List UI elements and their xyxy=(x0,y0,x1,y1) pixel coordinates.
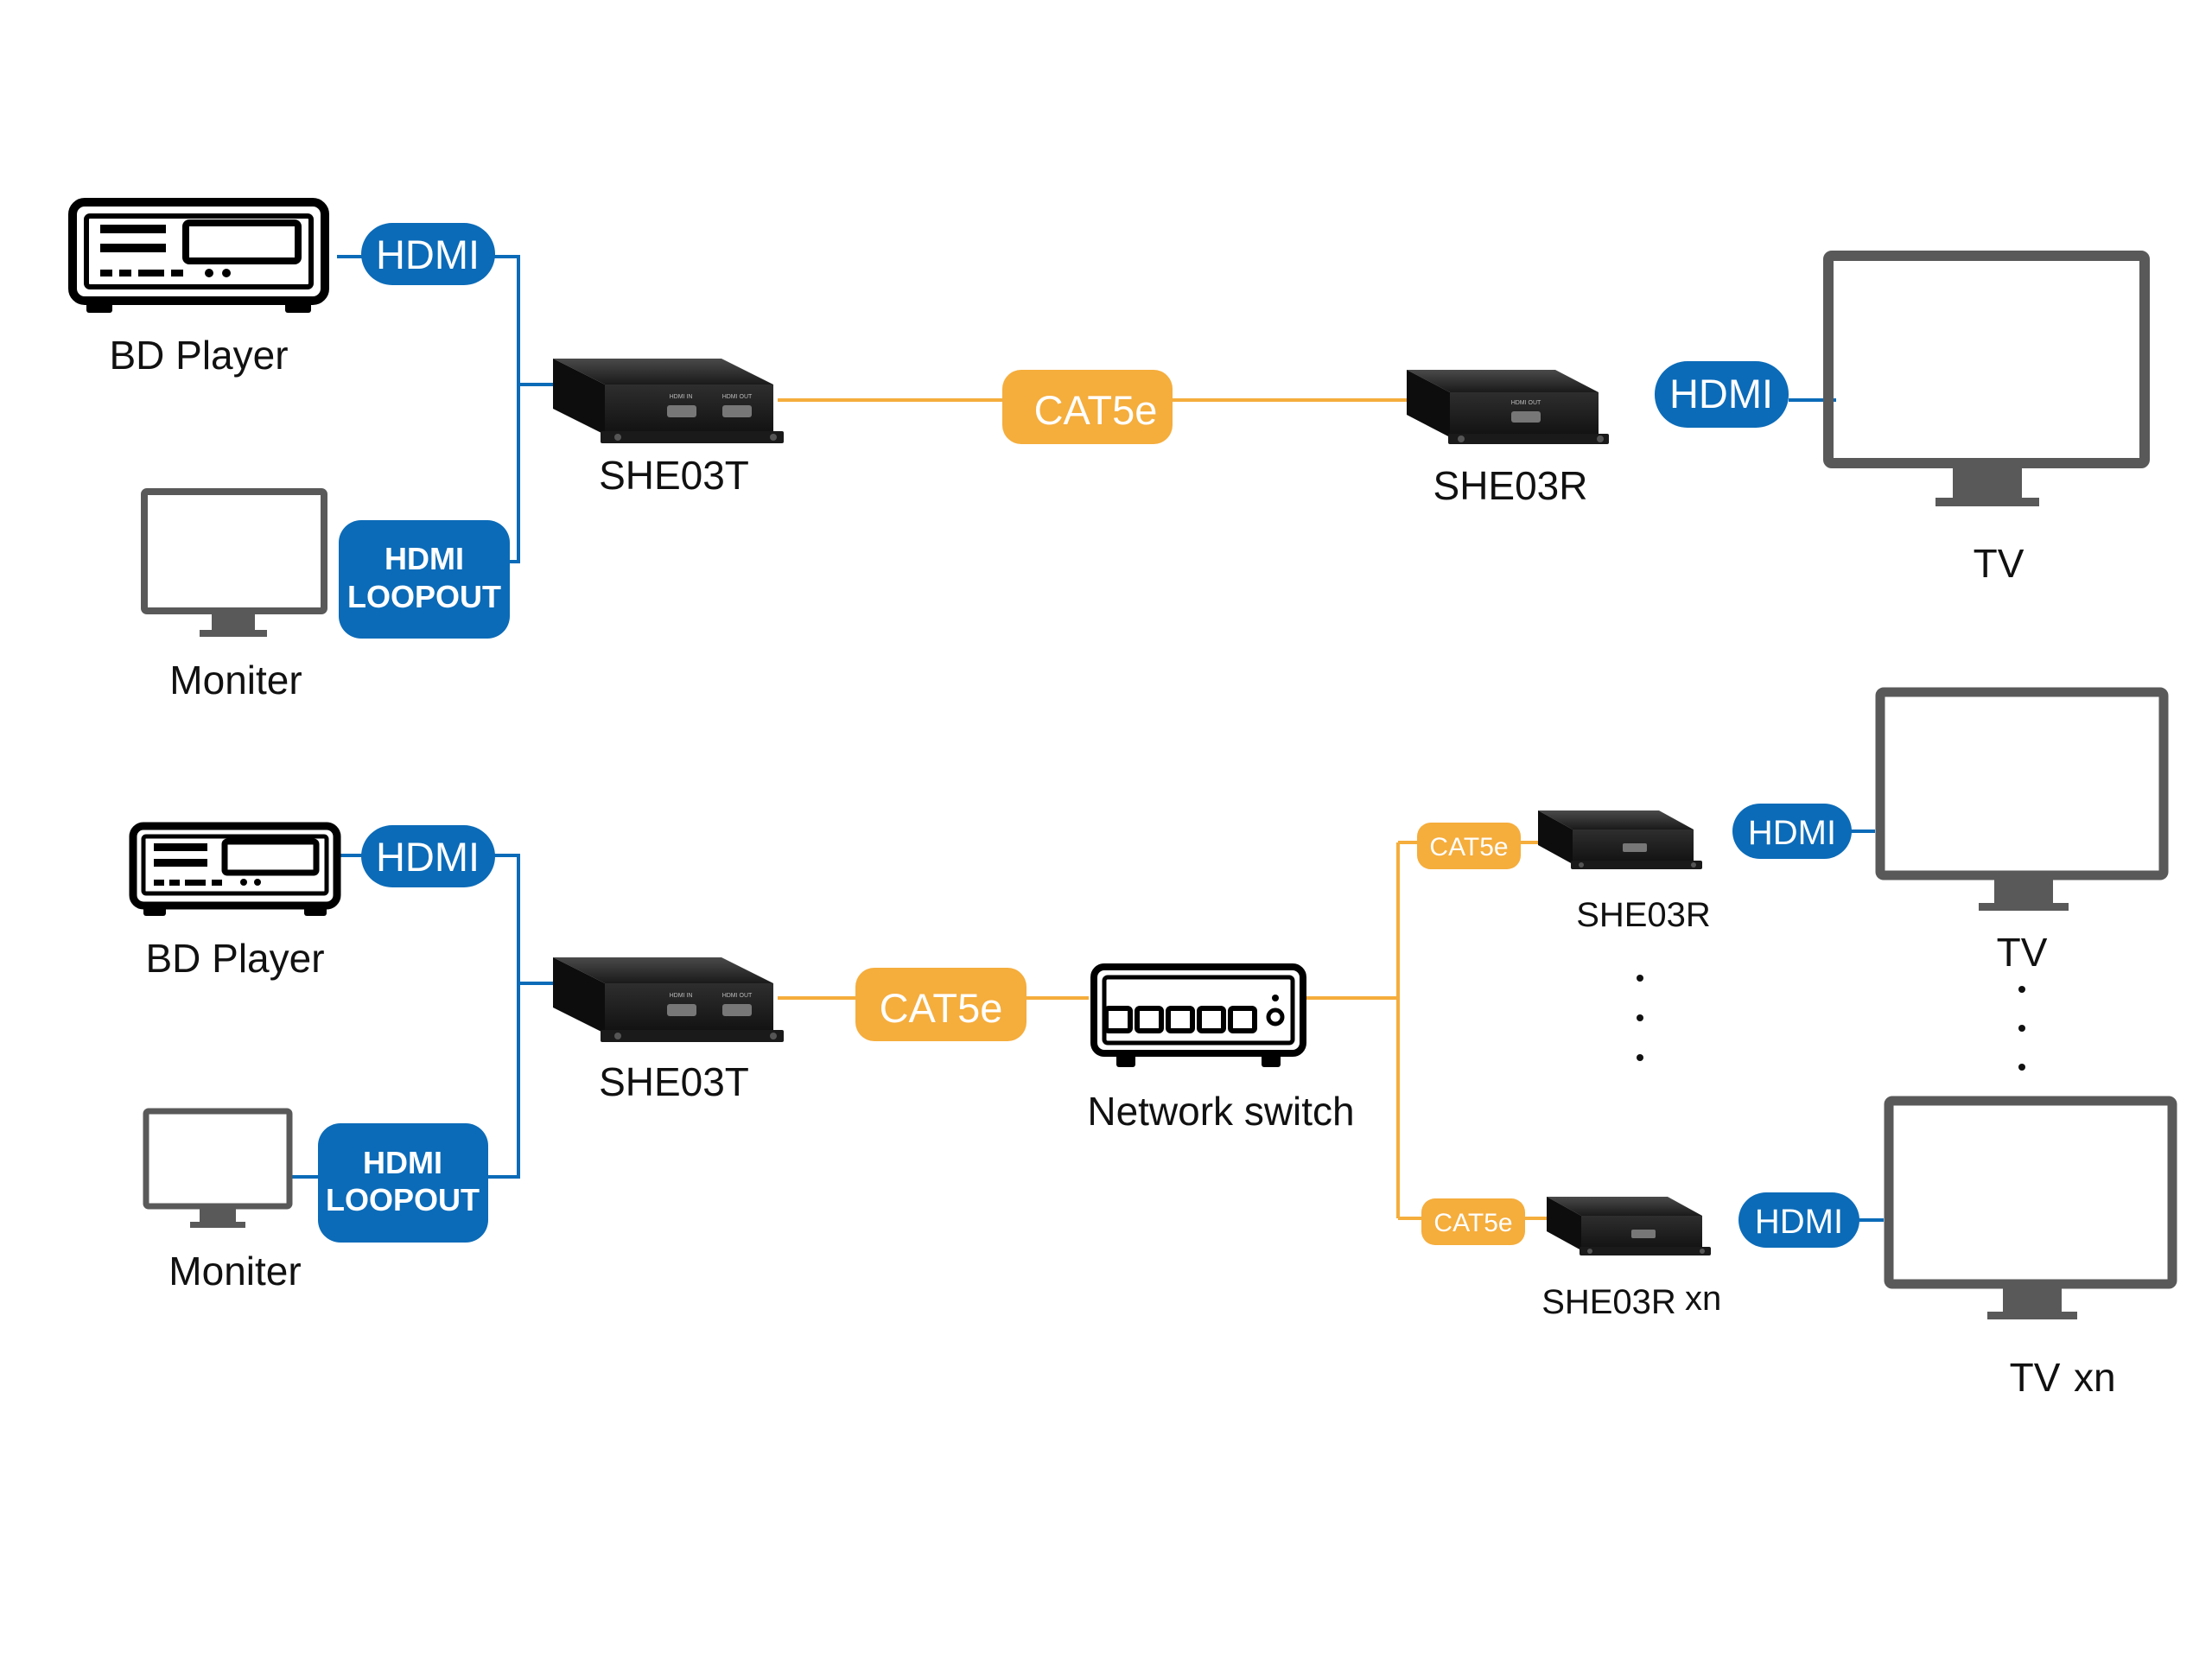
svg-text:HDMI: HDMI xyxy=(1755,1203,1843,1241)
bottom-hdmi-wires xyxy=(289,830,1884,1222)
receivers-ellipsis: . . . xyxy=(0,0,1643,1061)
top-tv-icon xyxy=(1823,251,2150,506)
bottom-monitor-icon xyxy=(143,1108,293,1228)
top-hdmi-pill-tv: HDMI xyxy=(1655,361,1789,428)
top-monitor-label: Moniter xyxy=(169,658,302,702)
bottom-transmitter-label: SHE03T xyxy=(599,1059,749,1104)
top-receiver-device: HDMI OUT xyxy=(1407,370,1609,444)
top-transmitter-label: SHE03T xyxy=(599,453,749,498)
svg-text:. . .: . . . xyxy=(0,0,2,1)
svg-text:HDMI: HDMI xyxy=(1748,814,1836,852)
branch2-receiver-device xyxy=(1547,1197,1711,1255)
bottom-diagram: BD Player HDMI Moniter HDMI LOOPOUT HDMI… xyxy=(0,0,2177,1400)
svg-text:CAT5e: CAT5e xyxy=(880,985,1003,1031)
branch1-receiver-device xyxy=(1538,810,1702,869)
bottom-loopout-pill: HDMI LOOPOUT xyxy=(318,1123,488,1243)
svg-text:CAT5e: CAT5e xyxy=(1433,1209,1512,1237)
top-loopout-pill: HDMI LOOPOUT xyxy=(339,520,510,639)
svg-text:LOOPOUT: LOOPOUT xyxy=(347,579,501,614)
branch2-hdmi-pill: HDMI xyxy=(1738,1192,1859,1248)
svg-text:HDMI OUT: HDMI OUT xyxy=(722,993,753,999)
branch2-tv-icon xyxy=(1884,1096,2177,1319)
svg-text:CAT5e: CAT5e xyxy=(1034,387,1158,433)
svg-text:HDMI OUT: HDMI OUT xyxy=(1511,400,1541,406)
branch1-hdmi-pill: HDMI xyxy=(1732,804,1852,859)
branch1-tv-icon xyxy=(1875,687,2169,911)
branch1-cat5e-pill: CAT5e xyxy=(1417,823,1521,869)
bd-player-icon xyxy=(68,198,329,313)
branch2-tv-label: TV xyxy=(2010,1355,2061,1400)
svg-text:HDMI IN: HDMI IN xyxy=(670,394,693,400)
svg-text:HDMI OUT: HDMI OUT xyxy=(722,394,753,400)
bottom-monitor-label: Moniter xyxy=(168,1249,301,1294)
bottom-cat5e-pill: CAT5e xyxy=(855,968,1027,1041)
branch2-receiver-suffix: xn xyxy=(1685,1280,1721,1318)
top-hdmi-pill-source: HDMI xyxy=(361,223,495,285)
svg-text:HDMI: HDMI xyxy=(363,1145,442,1180)
network-switch-icon xyxy=(1090,963,1306,1067)
branch1-tv-label: TV xyxy=(1997,930,2048,975)
bottom-transmitter-device: HDMI IN HDMI OUT xyxy=(553,957,784,1042)
svg-text:HDMI: HDMI xyxy=(1669,371,1773,416)
top-transmitter-device: HDMI IN HDMI OUT xyxy=(553,359,784,443)
bottom-bd-player-label: BD Player xyxy=(145,936,324,981)
svg-text:HDMI: HDMI xyxy=(376,232,480,277)
top-diagram: BD Player HDMI Moniter HDMI LOOPOUT HDMI… xyxy=(68,198,2150,702)
svg-text:. . .: . . . xyxy=(0,0,2,1)
network-switch-label: Network switch xyxy=(1087,1089,1354,1134)
branch2-tv-suffix: xn xyxy=(2074,1355,2116,1400)
branch2-cat5e-pill: CAT5e xyxy=(1421,1198,1525,1245)
svg-text:HDMI: HDMI xyxy=(376,834,480,880)
top-monitor-icon xyxy=(141,488,327,637)
svg-text:HDMI IN: HDMI IN xyxy=(670,993,693,999)
bottom-hdmi-pill-source: HDMI xyxy=(361,825,495,887)
bottom-bd-player-icon xyxy=(129,822,341,916)
branch1-receiver-label: SHE03R xyxy=(1576,896,1711,934)
branch2-receiver-label: SHE03R xyxy=(1541,1283,1676,1321)
top-bd-player-label: BD Player xyxy=(109,333,288,378)
top-receiver-label: SHE03R xyxy=(1433,463,1588,508)
svg-text:CAT5e: CAT5e xyxy=(1429,833,1508,861)
top-cat5e-pill: CAT5e xyxy=(1002,370,1173,444)
top-tv-label: TV xyxy=(1974,541,2024,586)
tvs-ellipsis: . . . xyxy=(0,0,2025,1071)
svg-text:LOOPOUT: LOOPOUT xyxy=(326,1182,480,1217)
svg-text:HDMI: HDMI xyxy=(385,541,464,576)
